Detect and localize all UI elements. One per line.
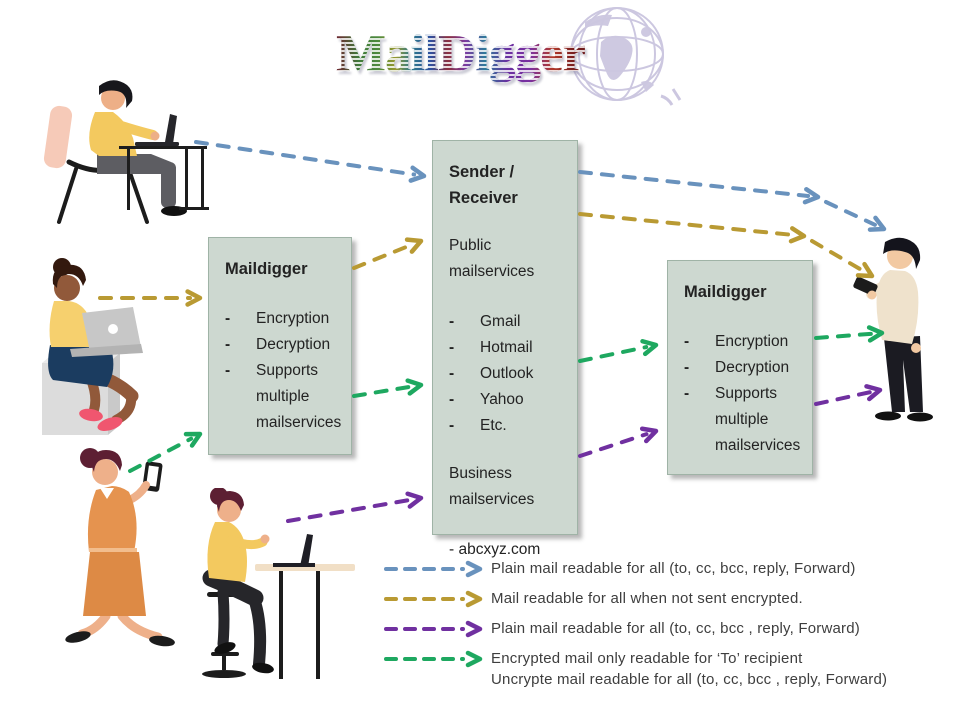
maildigger-left-box: Maildigger Encryption Decryption Support… xyxy=(208,237,352,455)
woman-standing-using-phone xyxy=(65,448,175,647)
list-item: Decryption xyxy=(225,332,341,358)
man-standing-reading-phone xyxy=(853,237,933,422)
list-item: Encryption xyxy=(225,306,341,332)
page-title: MailDigger xyxy=(336,24,586,84)
legend: Plain mail readable for all (to, cc, bcc… xyxy=(383,558,887,699)
woman-sitting-on-cube-with-laptop xyxy=(42,258,143,435)
list-item: Decryption xyxy=(684,355,802,381)
legend-row: Mail readable for all when not sent encr… xyxy=(383,588,887,609)
list-item: Encryption xyxy=(684,329,802,355)
list-item: - abcxyz.com xyxy=(449,541,541,558)
woman-on-stool-at-standing-desk-with-laptop xyxy=(202,488,355,679)
sender-receiver-box: Sender / Receiver Public mailservices Gm… xyxy=(432,140,578,558)
list-item: Outlook xyxy=(449,361,567,387)
legend-label: Plain mail readable for all (to, cc, bcc… xyxy=(491,620,860,637)
box-title: Maildigger xyxy=(225,260,308,278)
legend-label: Plain mail readable for all (to, cc, bcc… xyxy=(491,560,856,577)
gold-dashed-arrow-icon xyxy=(384,590,483,608)
list-item: Supports multiple mailservices xyxy=(225,358,341,436)
list-item: Gmail xyxy=(449,309,567,335)
section-heading: Business mailservices xyxy=(449,465,535,508)
legend-row: Encrypted mail only readable for ‘To’ re… xyxy=(383,648,887,690)
list-item: Supports multiple mailservices xyxy=(684,381,802,459)
box-title: Sender / Receiver xyxy=(449,163,518,207)
maildigger-right-box: Maildigger Encryption Decryption Support… xyxy=(667,260,813,475)
green-dashed-arrow-icon xyxy=(384,650,483,668)
legend-row: Plain mail readable for all (to, cc, bcc… xyxy=(383,618,887,639)
legend-label: Mail readable for all when not sent encr… xyxy=(491,590,803,607)
box-title: Maildigger xyxy=(684,283,767,301)
blue-dashed-arrow-icon xyxy=(384,560,483,578)
legend-row: Plain mail readable for all (to, cc, bcc… xyxy=(383,558,887,579)
list-item: Hotmail xyxy=(449,335,567,361)
section-heading: Public mailservices xyxy=(449,237,535,280)
list-item: Etc. xyxy=(449,413,567,439)
man-typing-at-desk-with-laptop xyxy=(43,80,209,224)
legend-label: Encrypted mail only readable for ‘To’ re… xyxy=(491,650,888,688)
list-item: Yahoo xyxy=(449,387,567,413)
purple-dashed-arrow-icon xyxy=(384,620,483,638)
